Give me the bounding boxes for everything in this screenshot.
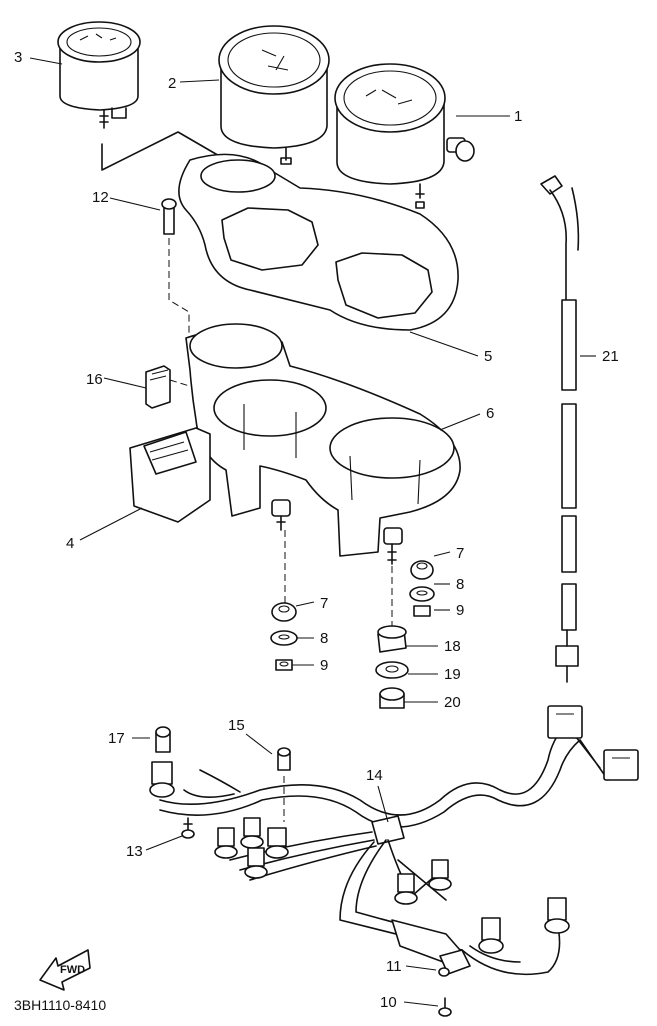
part-code: 3BH1110-8410 bbox=[14, 997, 106, 1013]
callout-16: 16 bbox=[86, 371, 103, 388]
screw-13 bbox=[181, 817, 195, 839]
callout-14: 14 bbox=[366, 767, 383, 784]
bulb-15 bbox=[277, 747, 291, 822]
callout-9-left: 9 bbox=[320, 657, 328, 674]
callout-12: 12 bbox=[92, 189, 109, 206]
bulb-17 bbox=[155, 726, 171, 753]
speedometer-cable bbox=[540, 175, 580, 683]
callout-18: 18 bbox=[444, 638, 461, 655]
indicator-box bbox=[129, 427, 211, 523]
callout-5: 5 bbox=[484, 348, 492, 365]
callout-20: 20 bbox=[444, 694, 461, 711]
connector-16 bbox=[145, 365, 197, 409]
callout-21: 21 bbox=[602, 348, 619, 365]
mount-stack-left bbox=[270, 530, 298, 671]
callout-9-right: 9 bbox=[456, 602, 464, 619]
bracket-screw bbox=[438, 949, 471, 1017]
callout-8-right: 8 bbox=[456, 576, 464, 593]
callout-2: 2 bbox=[168, 75, 176, 92]
callout-15: 15 bbox=[228, 717, 245, 734]
gauge-small bbox=[57, 21, 141, 129]
callout-10: 10 bbox=[380, 994, 397, 1011]
forward-arrow-icon: FWD bbox=[39, 949, 91, 991]
callout-1: 1 bbox=[514, 108, 522, 125]
callout-6: 6 bbox=[486, 405, 494, 422]
callout-11: 11 bbox=[386, 958, 402, 975]
mount-stack-right bbox=[375, 560, 435, 709]
callout-3: 3 bbox=[14, 49, 22, 66]
callout-7-right: 7 bbox=[456, 545, 464, 562]
housing-lower bbox=[185, 323, 461, 565]
callout-8-left: 8 bbox=[320, 630, 328, 647]
direction-label: FWD bbox=[60, 964, 85, 976]
callout-4: 4 bbox=[66, 535, 74, 552]
callout-17: 17 bbox=[108, 730, 125, 747]
screw-12 bbox=[161, 198, 190, 340]
gauge-center bbox=[218, 25, 330, 165]
callouts: 3 2 1 12 5 16 6 4 21 7 8 9 7 8 9 18 19 2… bbox=[14, 49, 619, 1011]
callout-13: 13 bbox=[126, 843, 143, 860]
callout-19: 19 bbox=[444, 666, 461, 683]
cover-plate-upper bbox=[178, 153, 459, 331]
gauge-right bbox=[334, 63, 475, 209]
callout-7-left: 7 bbox=[320, 595, 328, 612]
bulb-sockets bbox=[149, 761, 570, 954]
leader-lines bbox=[29, 57, 596, 1007]
